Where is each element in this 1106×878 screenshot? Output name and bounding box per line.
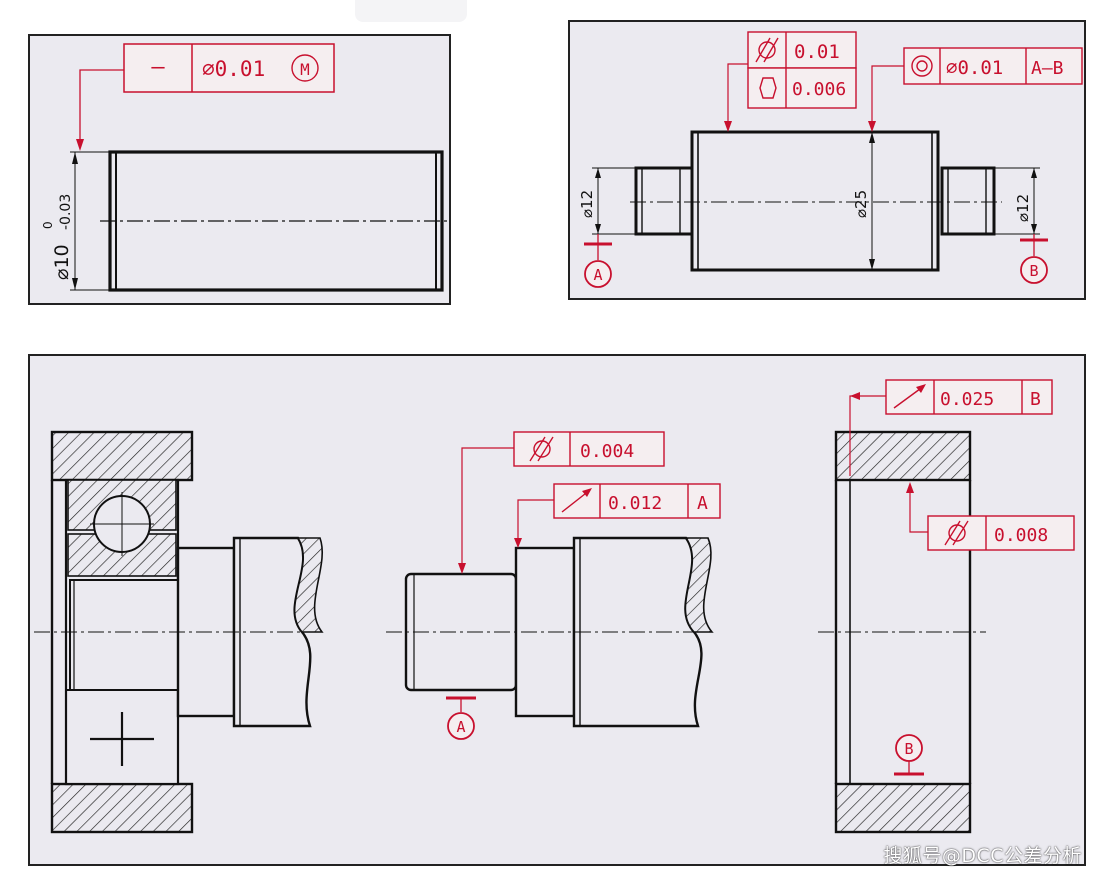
roundness-value: 0.006: [792, 79, 846, 100]
runout-housing-frame: 0.025 B: [885, 379, 1053, 415]
shaft-drawing: ⌀12 ⌀25 ⌀12 A B: [578, 31, 1083, 288]
dim-arrow-bottom: [72, 278, 78, 290]
assembly-left: [34, 430, 324, 834]
panel-straightness: ⌀10 0 -0.03 — ⌀0.01 M: [28, 34, 451, 305]
dim-arrow-top: [72, 152, 78, 164]
runout-housing-datum: B: [1030, 389, 1041, 410]
datum-a-shaft: A: [446, 696, 476, 740]
watermark: 搜狐号@DCC公差分析: [883, 845, 1082, 867]
datum-b-label: B: [1029, 262, 1038, 280]
cylindricity-value: 0.01: [794, 41, 840, 63]
dim-right-journal: ⌀12: [1014, 194, 1032, 222]
straightness-symbol: —: [151, 55, 165, 80]
straightness-leader: [76, 69, 124, 151]
leader-arrow: [76, 139, 84, 151]
shaft-break-hatch: [293, 537, 324, 633]
shaft-body: [690, 130, 940, 272]
datum-a-symbol: A: [584, 234, 612, 288]
datum-b-housing-label: B: [904, 740, 913, 758]
concentricity-icon: [911, 55, 933, 77]
straightness-value: ⌀0.01: [202, 57, 265, 81]
cylindricity-icon: [944, 520, 969, 546]
conc-leader: [871, 65, 904, 122]
concentricity-datum: A—B: [1031, 58, 1064, 79]
shaft-in-bearing: [69, 579, 179, 691]
datum-b-symbol: B: [1020, 234, 1048, 284]
datum-a-shaft-label: A: [456, 718, 465, 736]
roundness-control-frame: 0.006: [747, 67, 857, 109]
housing-top-hatch: [50, 430, 194, 482]
shaft-middle: [386, 536, 714, 728]
cyl-leader: [727, 63, 748, 122]
straightness-control-frame: — ⌀0.01 M: [123, 43, 335, 93]
cyl-housing-value: 0.008: [994, 525, 1048, 546]
shaft-dimensions: ⌀12 ⌀25 ⌀12: [578, 132, 1040, 270]
cylindricity-housing-frame: 0.008: [927, 515, 1075, 551]
straightness-drawing: ⌀10 0 -0.03 — ⌀0.01 M: [41, 43, 449, 292]
top-blur-artifact: [355, 0, 467, 22]
mmc-modifier-text: M: [300, 60, 310, 79]
cyl-shaft-value: 0.004: [580, 441, 634, 462]
housing-bottom-hatch: [50, 782, 194, 834]
conc-leader-arrow: [868, 121, 876, 132]
runout-shaft-value: 0.012: [608, 493, 662, 514]
runout-arrow-icon: [893, 384, 926, 409]
mmc-modifier-icon: [291, 54, 319, 82]
dim-tolerance-lower: -0.03: [58, 194, 74, 230]
dim-tolerance-upper: 0: [41, 221, 55, 229]
right-journal: [940, 166, 996, 236]
runout-shaft-frame: 0.012 A: [553, 483, 721, 519]
cyl-housing-leader: [909, 486, 928, 533]
concentricity-value: ⌀0.01: [946, 57, 1003, 79]
housing-right: [818, 430, 986, 834]
panel-shaft-tolerances: ⌀12 ⌀25 ⌀12 A B: [568, 20, 1086, 300]
runout-shaft-leader: [517, 499, 554, 542]
cylindricity-control-frame: 0.01: [747, 31, 857, 69]
housing-bottom: [834, 782, 972, 834]
datum-a-label: A: [593, 266, 602, 284]
datum-b-housing: B: [894, 734, 924, 776]
pin-part: [100, 150, 449, 292]
bearing-assembly-drawing: A 0.004 0.012 A: [34, 379, 1075, 834]
runout-shaft-datum: A: [697, 493, 708, 514]
left-journal: [634, 166, 694, 236]
dim-diameter-text: ⌀10: [51, 244, 73, 280]
concentricity-control-frame: ⌀0.01 A—B: [903, 47, 1083, 85]
cylindricity-icon: [755, 37, 779, 63]
stepped-shaft: [630, 130, 1002, 272]
dim-left-journal: ⌀12: [578, 190, 596, 218]
dim-center-body: ⌀25: [852, 190, 870, 218]
cylindricity-icon: [529, 436, 554, 462]
runout-housing-value: 0.025: [940, 389, 994, 410]
cylindricity-shaft-frame: 0.004: [513, 431, 665, 467]
runout-arrow-icon: [561, 488, 592, 513]
housing-top: [834, 430, 972, 482]
roundness-hexagon-icon: [759, 77, 777, 99]
cyl-leader-arrow: [724, 121, 732, 132]
cyl-shaft-leader: [461, 447, 514, 564]
panel-bearing-assembly: A 0.004 0.012 A: [28, 354, 1086, 866]
pin-diameter-dimension: ⌀10 0 -0.03: [41, 151, 110, 291]
